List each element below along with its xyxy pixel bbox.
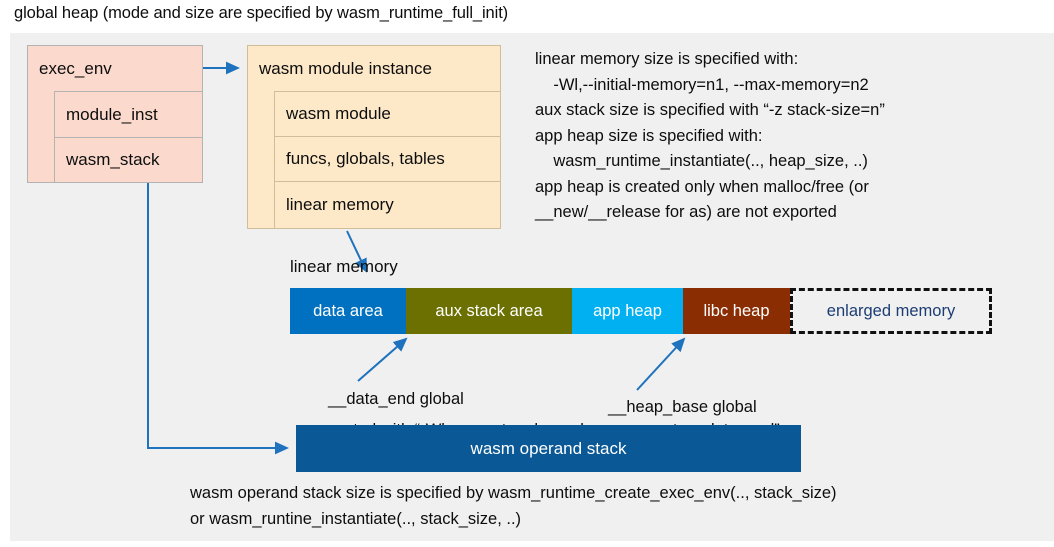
memory-segment-aux-stack-area: aux stack area bbox=[406, 288, 572, 334]
wasm-operand-stack-label: wasm operand stack bbox=[470, 438, 627, 458]
exec-env-title: exec_env bbox=[27, 45, 203, 92]
note-line-4: wasm_runtime_instantiate(.., heap_size, … bbox=[535, 152, 868, 170]
module-instance-field-linear-memory: linear memory bbox=[274, 181, 501, 229]
bottom-note: wasm operand stack size is specified by … bbox=[190, 481, 837, 532]
note-line-3: app heap size is specified with: bbox=[535, 126, 763, 145]
funcs-globals-tables-label: funcs, globals, tables bbox=[286, 149, 445, 168]
exec-env-title-label: exec_env bbox=[39, 58, 112, 78]
note-line-6: __new/__release for as) are not exported bbox=[535, 203, 837, 221]
memory-segment-label: data area bbox=[313, 301, 383, 320]
wasm-module-label: wasm module bbox=[286, 104, 391, 123]
memory-segment-label: aux stack area bbox=[435, 301, 543, 320]
module-instance-indent-column bbox=[247, 91, 275, 229]
linear-memory-field-label: linear memory bbox=[286, 195, 394, 214]
pointer-data-end bbox=[357, 337, 408, 382]
memory-segment-label: app heap bbox=[593, 301, 662, 320]
wasm-stack-label: wasm_stack bbox=[66, 150, 160, 169]
memory-segment-label: libc heap bbox=[703, 301, 770, 320]
note-line-0: linear memory size is specified with: bbox=[535, 50, 799, 68]
module-instance-title: wasm module instance bbox=[247, 45, 501, 92]
bottom-note-line-0: wasm operand stack size is specified by … bbox=[190, 484, 837, 502]
linear-memory-bar: data area aux stack area app heap libc heap… bbox=[290, 288, 992, 334]
module-instance-field-funcs-globals-tables: funcs, globals, tables bbox=[274, 136, 501, 182]
page-title: global heap (mode and size are specified… bbox=[14, 4, 509, 22]
pointer-heap-base bbox=[636, 337, 686, 391]
module-instance-title-label: wasm module instance bbox=[259, 58, 432, 78]
memory-segment-data-area: data area bbox=[290, 288, 406, 334]
memory-segment-libc-heap: libc heap bbox=[683, 288, 790, 334]
memory-segment-enlarged-memory: enlarged memory bbox=[790, 288, 992, 334]
heap-base-annotation: __heap_base global bbox=[608, 398, 757, 416]
data-end-annotation: __data_end global bbox=[328, 390, 464, 408]
memory-segment-label: enlarged memory bbox=[826, 301, 956, 320]
module-instance-field-wasm-module: wasm module bbox=[274, 91, 501, 137]
exec-env-field-module-inst: module_inst bbox=[54, 91, 203, 138]
note-line-1: -Wl,--initial-memory=n1, --max-memory=n2 bbox=[535, 75, 869, 94]
bottom-note-line-1: or wasm_runtine_instantiate(.., stack_si… bbox=[190, 509, 522, 528]
note-line-5: app heap is created only when malloc/fre… bbox=[535, 177, 869, 196]
wasm-operand-stack-bar: wasm operand stack bbox=[296, 425, 801, 472]
module-inst-label: module_inst bbox=[66, 104, 158, 124]
note-line-2: aux stack size is specified with “-z sta… bbox=[535, 101, 885, 119]
exec-env-indent-column bbox=[27, 91, 55, 183]
diagram-panel: exec_env module_inst wasm_stack wasm mod… bbox=[10, 33, 1054, 541]
notes-block: linear memory size is specified with: -W… bbox=[535, 47, 1040, 226]
linear-memory-bar-label: linear memory bbox=[290, 257, 398, 276]
memory-segment-app-heap: app heap bbox=[572, 288, 683, 334]
exec-env-field-wasm-stack: wasm_stack bbox=[54, 137, 203, 183]
